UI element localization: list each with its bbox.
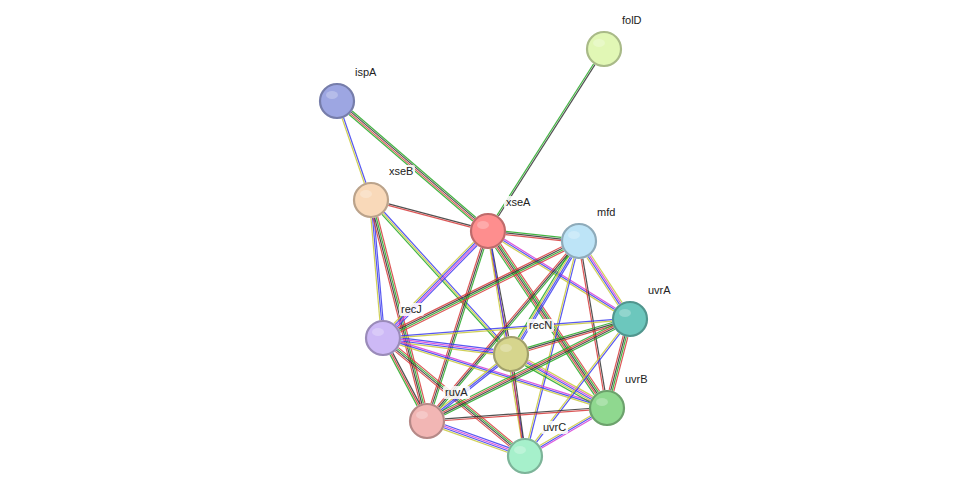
node-circle (365, 320, 401, 356)
node-circle (586, 31, 622, 67)
protein-label: xseB (387, 165, 415, 178)
protein-label: uvrC (541, 421, 568, 434)
protein-node: mfd (561, 223, 597, 259)
protein-node: xseA (470, 213, 506, 249)
interaction-edge (587, 255, 622, 305)
interaction-edge (443, 425, 509, 452)
protein-node: ispA (319, 83, 355, 119)
protein-label: ruvA (443, 386, 470, 399)
protein-node: recJ (365, 320, 401, 356)
protein-label: mfd (595, 206, 617, 219)
interaction-edge (497, 64, 595, 217)
interaction-edge (513, 372, 524, 439)
node-circle (507, 438, 543, 474)
node-circle (319, 83, 355, 119)
node-circle (561, 223, 597, 259)
interaction-edge (388, 204, 471, 227)
interaction-edge (445, 408, 589, 420)
protein-label: xseA (504, 196, 532, 209)
protein-node: ruvA (409, 403, 445, 439)
node-circle (493, 336, 529, 372)
interaction-edge (581, 259, 605, 391)
protein-node: recN (493, 336, 529, 372)
node-circle (612, 301, 648, 337)
protein-node: uvrA (612, 301, 648, 337)
protein-node: uvrC (507, 438, 543, 474)
interaction-edge (506, 231, 562, 240)
interaction-edge (342, 118, 366, 183)
protein-label: folD (620, 14, 644, 27)
interaction-edge (442, 325, 615, 415)
interaction-edge (373, 217, 425, 404)
protein-node: uvrB (589, 390, 625, 426)
interaction-edge (349, 111, 476, 221)
protein-label: recJ (399, 303, 424, 316)
protein-node: folD (586, 31, 622, 67)
interaction-edge (540, 416, 593, 449)
protein-label: uvrB (623, 373, 650, 386)
protein-node: xseB (353, 182, 389, 218)
interaction-edge (398, 247, 564, 332)
interaction-edge (390, 353, 420, 406)
node-circle (470, 213, 506, 249)
node-circle (353, 182, 389, 218)
node-circle (409, 403, 445, 439)
protein-label: ispA (353, 66, 378, 79)
node-circle (589, 390, 625, 426)
protein-label: uvrA (646, 284, 673, 297)
protein-label: recN (527, 319, 554, 332)
